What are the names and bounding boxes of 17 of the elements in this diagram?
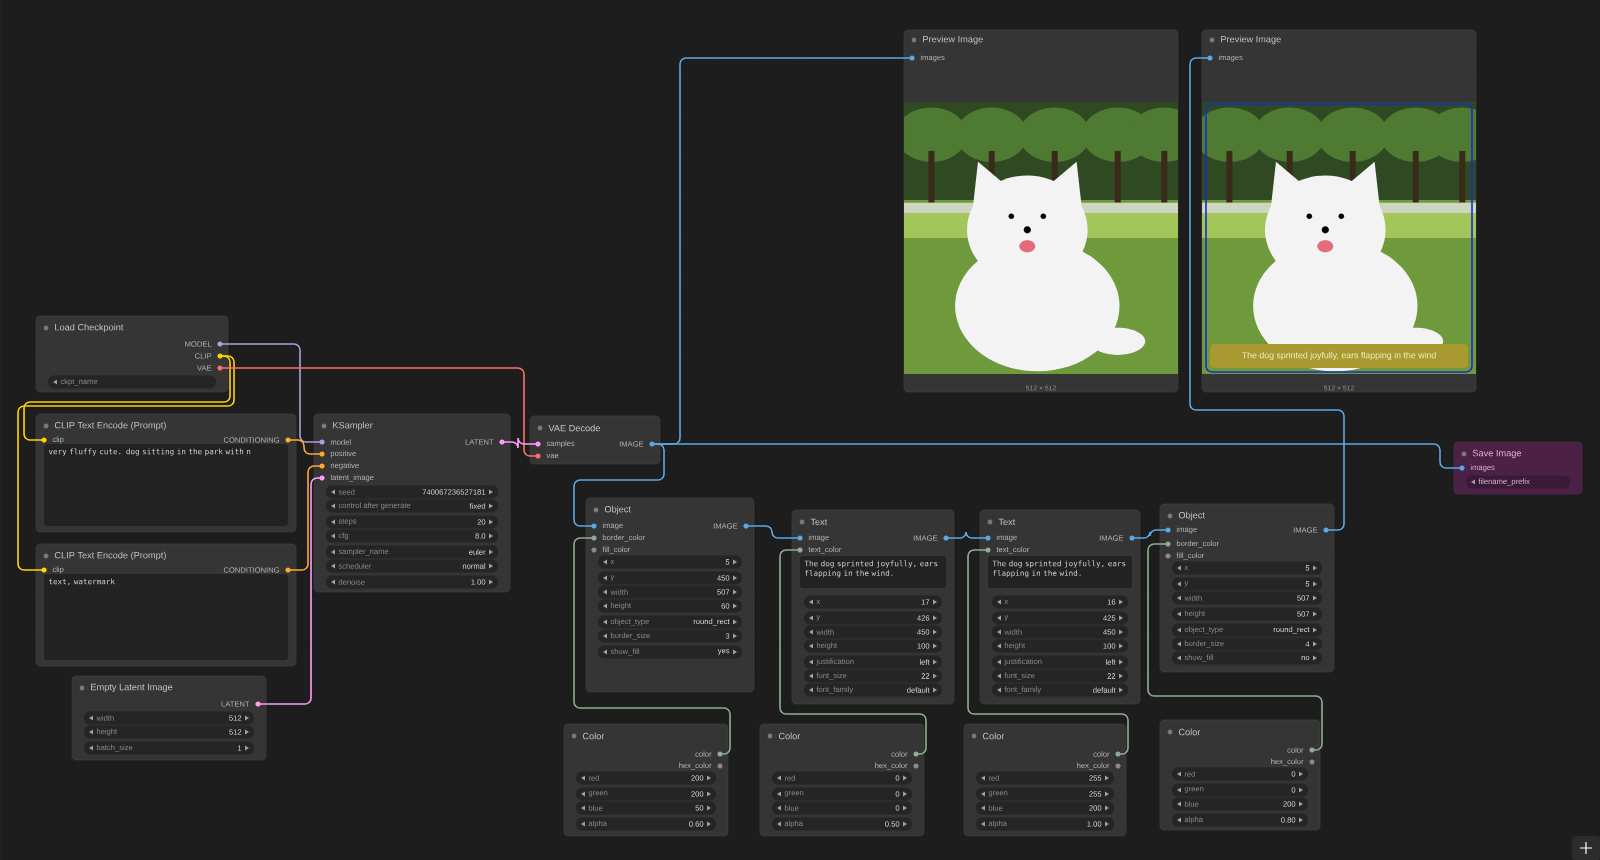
connection-wire xyxy=(779,549,927,755)
connection-wire xyxy=(573,537,731,755)
connection-wire xyxy=(23,355,231,441)
connection-wire xyxy=(287,439,323,455)
connection-wire xyxy=(219,343,323,443)
connection-wire xyxy=(501,437,539,449)
connection-wire xyxy=(219,367,539,457)
connection-wire xyxy=(257,477,323,705)
connection-wire xyxy=(651,443,1463,469)
connection-wire xyxy=(1131,529,1169,539)
connection-wire xyxy=(967,549,1129,755)
connection-wire xyxy=(17,355,235,571)
connection-wire xyxy=(945,531,989,539)
connection-wire xyxy=(287,465,323,571)
connection-wire xyxy=(1147,543,1323,751)
connection-wire xyxy=(573,443,665,527)
connection-wire xyxy=(745,525,801,539)
